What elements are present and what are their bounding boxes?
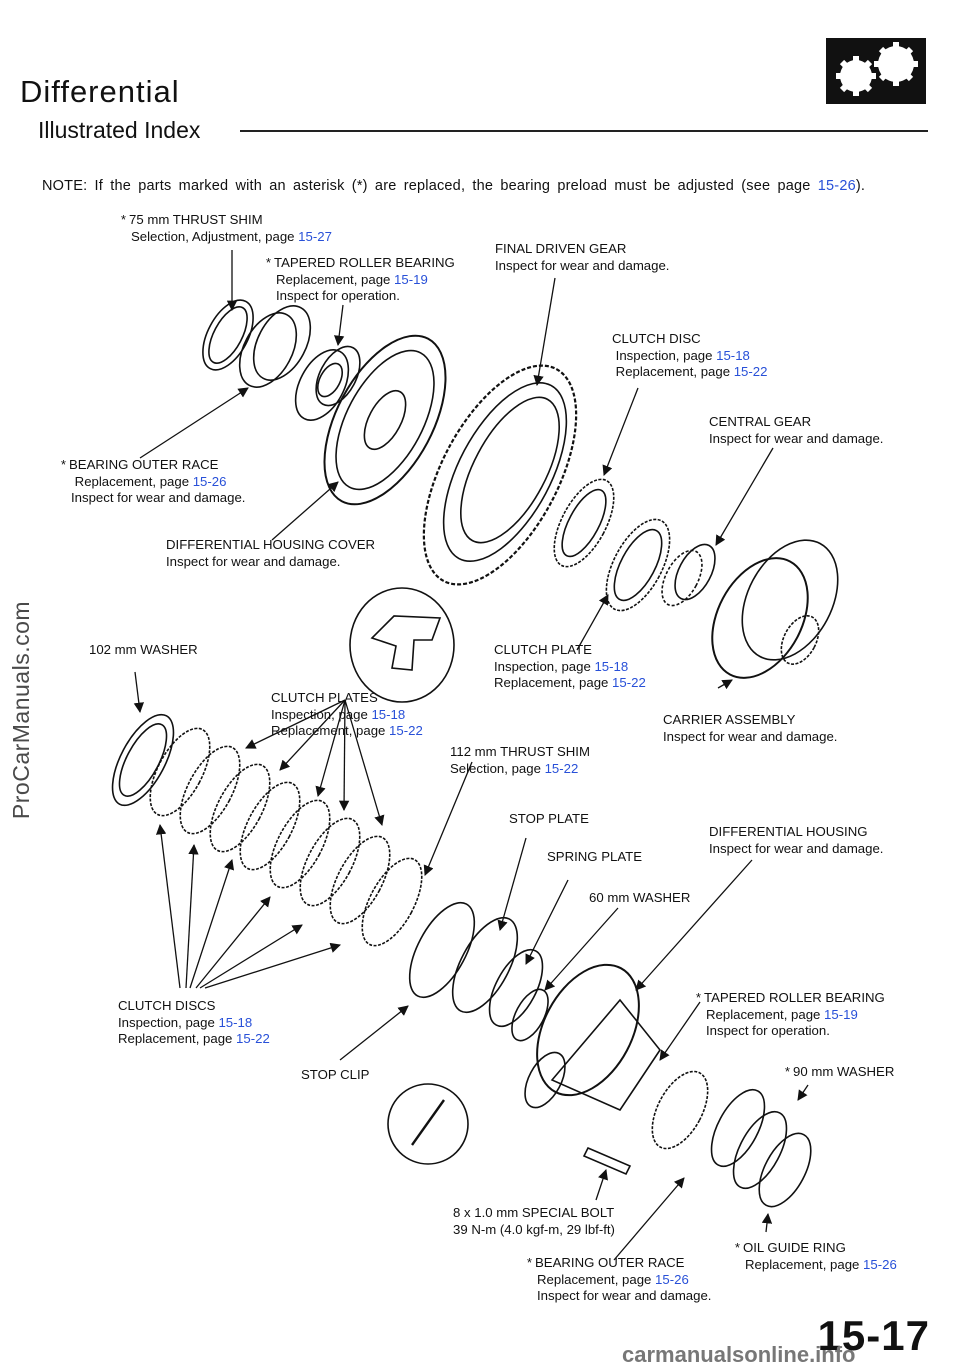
note-text: NOTE: If the parts marked with an asteri… [42, 178, 818, 194]
label-clutch-plate: CLUTCH PLATE Inspection, page 15-18 Repl… [494, 642, 646, 690]
special-bolt [582, 1146, 632, 1176]
page-link[interactable]: 15-26 [863, 1256, 897, 1272]
label-special-bolt: 8 x 1.0 mm SPECIAL BOLT 39 N-m (4.0 kgf-… [453, 1205, 615, 1237]
label-stop-plate: STOP PLATE [509, 811, 589, 826]
asterisk-mark: * [784, 1064, 791, 1079]
label-clutch-plates: CLUTCH PLATES Inspection, page 15-18 Rep… [271, 690, 423, 738]
label-bearing-outer-race-top: *BEARING OUTER RACE Replacement, page 15… [61, 457, 246, 507]
label-clutch-disc: CLUTCH DISC Inspection, page 15-18 Repla… [612, 331, 768, 379]
page-link[interactable]: 15-22 [612, 675, 646, 690]
page-link[interactable]: 15-26 [192, 473, 227, 489]
differential-housing [524, 963, 661, 1112]
label-spring-plate: SPRING PLATE [547, 849, 643, 864]
label-thrust-shim-75: *75 mm THRUST SHIM Selection, Adjustment… [121, 212, 332, 245]
label-oil-guide-ring: *OIL GUIDE RING Replacement, page 15-26 [735, 1240, 897, 1273]
page-link[interactable]: 15-27 [298, 228, 332, 244]
clutch-stack [149, 727, 423, 947]
stop-clip-detail [387, 1083, 469, 1165]
detail-inset [349, 587, 455, 703]
label-tapered-roller-bearing-top: *TAPERED ROLLER BEARING Replacement, pag… [266, 255, 455, 305]
label-stop-clip: STOP CLIP [301, 1067, 370, 1082]
page-link[interactable]: 15-22 [236, 1031, 270, 1046]
asterisk-mark: * [526, 1255, 533, 1270]
thrust-shim-75 [202, 299, 254, 371]
page-link[interactable]: 15-18 [371, 706, 406, 722]
page-link[interactable]: 15-22 [733, 364, 768, 379]
label-central-gear: CENTRAL GEAR Inspect for wear and damage… [709, 414, 884, 446]
side-watermark: ProCarManuals.com [8, 600, 34, 820]
label-washer-90: *90 mm WASHER [785, 1064, 894, 1081]
label-carrier-assembly: CARRIER ASSEMBLY Inspect for wear and da… [663, 712, 838, 744]
page-title: Differential [20, 74, 180, 109]
label-washer-102: 102 mm WASHER [89, 642, 198, 657]
label-differential-housing-cover: DIFFERENTIAL HOUSING COVER Inspect for w… [166, 537, 376, 569]
differential-housing-cover [323, 334, 447, 506]
label-clutch-discs: CLUTCH DISCS Inspection, page 15-18 Repl… [118, 998, 270, 1046]
shim-112-and-plates [408, 901, 549, 1042]
label-final-driven-gear: FINAL DRIVEN GEAR Inspect for wear and d… [495, 241, 670, 273]
label-washer-60: 60 mm WASHER [589, 890, 691, 905]
asterisk-mark: * [60, 457, 67, 472]
preload-note: NOTE: If the parts marked with an asteri… [42, 178, 865, 194]
page-link[interactable]: 15-22 [544, 760, 579, 776]
bottom-bearing-stack [651, 1070, 812, 1208]
note-end: ). [855, 178, 866, 194]
label-tapered-roller-bearing-bottom: *TAPERED ROLLER BEARING Replacement, pag… [696, 990, 885, 1040]
note-page-link[interactable]: 15-26 [817, 178, 856, 194]
page-link[interactable]: 15-18 [716, 347, 750, 363]
page-link[interactable]: 15-18 [218, 1014, 253, 1030]
clutch-plate-top [605, 518, 671, 612]
page-link[interactable]: 15-19 [824, 1006, 858, 1022]
washer-102 [111, 713, 175, 807]
bearing-outer-race-top [238, 305, 312, 388]
title-rule [240, 130, 928, 132]
footer-watermark: carmanualsonline.info [622, 1342, 856, 1367]
gears-icon [826, 38, 926, 104]
label-thrust-shim-112: 112 mm THRUST SHIM Selection, page 15-22 [450, 744, 590, 776]
asterisk-mark: * [734, 1240, 741, 1255]
clutch-disc-top [553, 478, 615, 568]
page-link[interactable]: 15-19 [394, 271, 428, 287]
final-driven-gear [422, 364, 578, 586]
page-link[interactable]: 15-18 [594, 658, 629, 674]
tapered-roller-bearing-top [294, 345, 361, 421]
asterisk-mark: * [265, 255, 272, 270]
asterisk-mark: * [120, 212, 127, 227]
label-differential-housing: DIFFERENTIAL HOUSING Inspect for wear an… [709, 824, 884, 856]
central-gear [661, 543, 716, 607]
page-subtitle: Illustrated Index [38, 117, 201, 143]
page-number: 15-17 [817, 1312, 930, 1359]
label-bearing-outer-race-bottom: *BEARING OUTER RACE Replacement, page 15… [527, 1255, 712, 1305]
page-link[interactable]: 15-26 [655, 1271, 689, 1287]
carrier-assembly [711, 539, 839, 679]
asterisk-mark: * [695, 990, 702, 1005]
page-link[interactable]: 15-22 [389, 723, 423, 738]
